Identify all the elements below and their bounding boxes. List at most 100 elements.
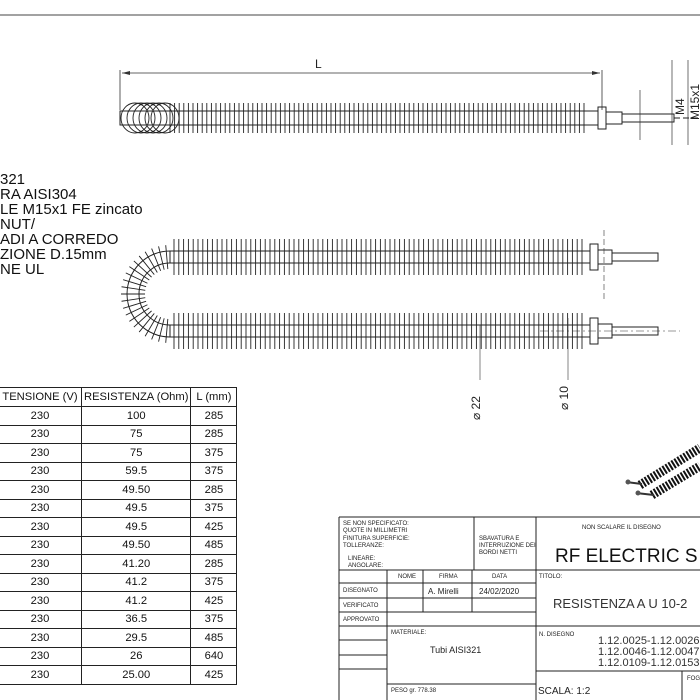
scala-value: SCALA: 1:2: [538, 686, 591, 697]
cell-l: 285: [190, 554, 238, 574]
row-verificato: VERIFICATO: [343, 603, 379, 609]
row-approvato: APPROVATO: [343, 617, 380, 623]
foglio-label: FOG: [687, 676, 700, 682]
note-line-3: LE M15x1 FE zincato: [0, 201, 143, 218]
cell-l: 640: [190, 646, 238, 666]
cell-resistenza: 49.50: [80, 480, 192, 500]
dimension-length-label: L: [315, 57, 322, 71]
cell-tensione: 230: [0, 498, 82, 518]
peso-value: PESO gr. 778.38: [391, 688, 437, 694]
cell-tensione: 230: [0, 646, 82, 666]
cell-tensione: 230: [0, 443, 82, 463]
top-view-coil-end: [120, 102, 180, 134]
cell-l: 285: [190, 424, 238, 444]
cell-tensione: 230: [0, 628, 82, 648]
top-view-fins: [169, 103, 585, 133]
dimension-dia10-label: ⌀ 10: [557, 386, 571, 410]
cell-l: 285: [190, 406, 238, 426]
note-line-6: ZIONE D.15mm: [0, 246, 107, 263]
deburr-note-2: INTERRUZIONE DEI: [479, 543, 536, 549]
deburr-note-1: SBAVATURA E: [479, 536, 520, 542]
general-note-5: LINEARE:: [348, 556, 376, 562]
cell-l: 375: [190, 461, 238, 481]
isometric-preview: [625, 444, 700, 499]
cell-resistenza: 29.5: [80, 628, 192, 648]
cell-tensione: 230: [0, 517, 82, 537]
u-bend-fins: [121, 245, 169, 343]
cell-resistenza: 41.2: [80, 591, 192, 611]
cell-resistenza: 41.2: [80, 572, 192, 592]
cell-tensione: 230: [0, 406, 82, 426]
top-view-element: L M4 M15x1: [119, 57, 700, 145]
n-disegno-1: 1.12.0025-1.12.0026: [598, 635, 700, 647]
cell-l: 375: [190, 572, 238, 592]
upper-leg-fins: [173, 239, 583, 275]
col-firma: FIRMA: [439, 574, 458, 580]
deburr-note-3: BORDI NETTI: [479, 550, 518, 556]
spec-table: TENSIONE (V) RESISTENZA (Ohm) L (mm) 230…: [0, 387, 238, 685]
cell-tensione: 230: [0, 609, 82, 629]
cell-l: 425: [190, 517, 238, 537]
header-tensione: TENSIONE (V): [0, 387, 82, 407]
note-line-5: ADI A CORREDO: [0, 231, 119, 248]
general-note-6: ANGOLARE:: [348, 563, 384, 569]
cell-resistenza: 49.5: [80, 517, 192, 537]
cell-l: 485: [190, 628, 238, 648]
cell-resistenza: 41.20: [80, 554, 192, 574]
general-note-4: TOLLERANZE:: [343, 543, 384, 549]
disegnato-firma: A. Mirelli: [428, 587, 459, 596]
cell-l: 375: [190, 609, 238, 629]
dimension-m15-label: M15x1: [688, 84, 700, 120]
cell-resistenza: 49.5: [80, 498, 192, 518]
materiale-label: MATERIALE:: [391, 630, 427, 636]
cell-tensione: 230: [0, 591, 82, 611]
dimension-dia22-label: ⌀ 22: [469, 396, 483, 420]
cell-l: 375: [190, 443, 238, 463]
row-disegnato: DISEGNATO: [343, 588, 378, 594]
cell-tensione: 230: [0, 461, 82, 481]
cell-resistenza: 25.00: [80, 665, 192, 685]
note-line-7: NE UL: [0, 261, 45, 278]
cell-tensione: 230: [0, 424, 82, 444]
cell-tensione: 230: [0, 535, 82, 555]
col-nome: NOME: [398, 574, 416, 580]
dimension-m4-label: M4: [673, 98, 687, 115]
cell-resistenza: 49.50: [80, 535, 192, 555]
cell-l: 485: [190, 535, 238, 555]
cell-tensione: 230: [0, 665, 82, 685]
cell-tensione: 230: [0, 480, 82, 500]
col-data: DATA: [492, 574, 508, 580]
note-line-4: NUT/: [0, 216, 35, 233]
general-note-1: SE NON SPECIFICATO:: [343, 521, 409, 527]
lower-leg-fins: [173, 313, 583, 349]
spec-table-header: TENSIONE (V) RESISTENZA (Ohm) L (mm): [0, 387, 238, 407]
cell-resistenza: 36.5: [80, 609, 192, 629]
n-disegno-2: 1.12.0046-1.12.0047: [598, 646, 700, 658]
u-element-view: ⌀ 22 ⌀ 10: [121, 230, 680, 420]
cell-resistenza: 100: [80, 406, 192, 426]
cell-l: 425: [190, 591, 238, 611]
n-disegno-3: 1.12.0109-1.12.0153: [598, 657, 700, 669]
materiale-value: Tubi AISI321: [430, 645, 482, 655]
cell-tensione: 230: [0, 572, 82, 592]
cell-l: 425: [190, 665, 238, 685]
cell-tensione: 230: [0, 554, 82, 574]
cell-resistenza: 75: [80, 443, 192, 463]
cell-resistenza: 26: [80, 646, 192, 666]
note-line-1: 321: [0, 171, 26, 188]
disegnato-data: 24/02/2020: [479, 587, 520, 596]
